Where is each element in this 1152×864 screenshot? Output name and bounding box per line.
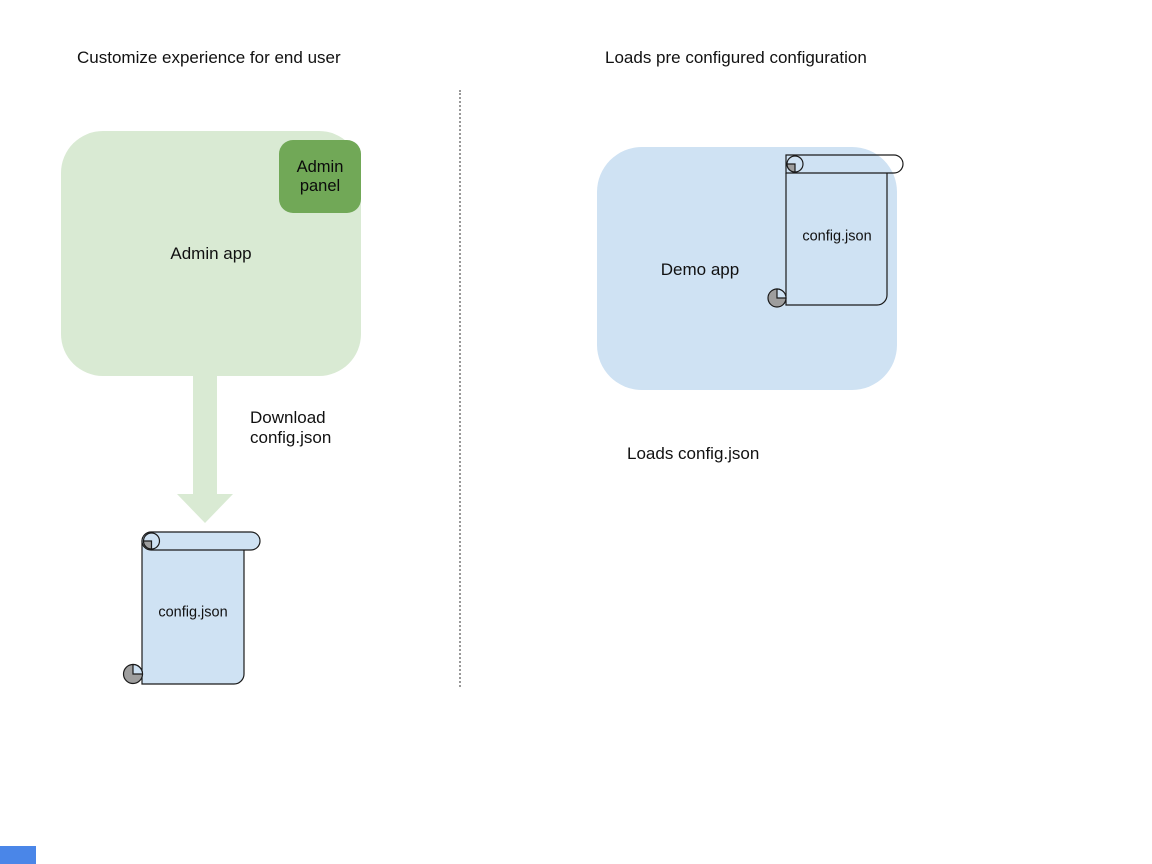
admin-panel-box: Admin panel <box>279 140 361 213</box>
config-json-label-left: config.json <box>158 604 228 621</box>
config-json-label-right: config.json <box>802 228 872 245</box>
admin-panel-label-line2: panel <box>299 176 341 195</box>
download-label-line2: config.json <box>250 428 332 447</box>
demo-app-box <box>597 147 897 390</box>
download-label-line1: Download <box>250 408 326 427</box>
admin-app-label: Admin app <box>170 243 252 263</box>
demo-app-label: Demo app <box>660 260 740 279</box>
right-section-title: Loads pre configured configuration <box>605 48 867 67</box>
section-divider <box>459 90 461 687</box>
config-json-scroll-right-icon <box>767 154 904 308</box>
config-json-scroll-left-icon <box>122 531 261 685</box>
left-section-title: Customize experience for end user <box>77 48 341 67</box>
admin-panel-label-line1: Admin <box>296 157 344 176</box>
download-arrow-label: Download config.json <box>250 408 331 448</box>
partial-blue-element <box>0 846 36 864</box>
loads-config-caption: Loads config.json <box>627 444 760 463</box>
download-arrow-icon <box>177 374 233 523</box>
